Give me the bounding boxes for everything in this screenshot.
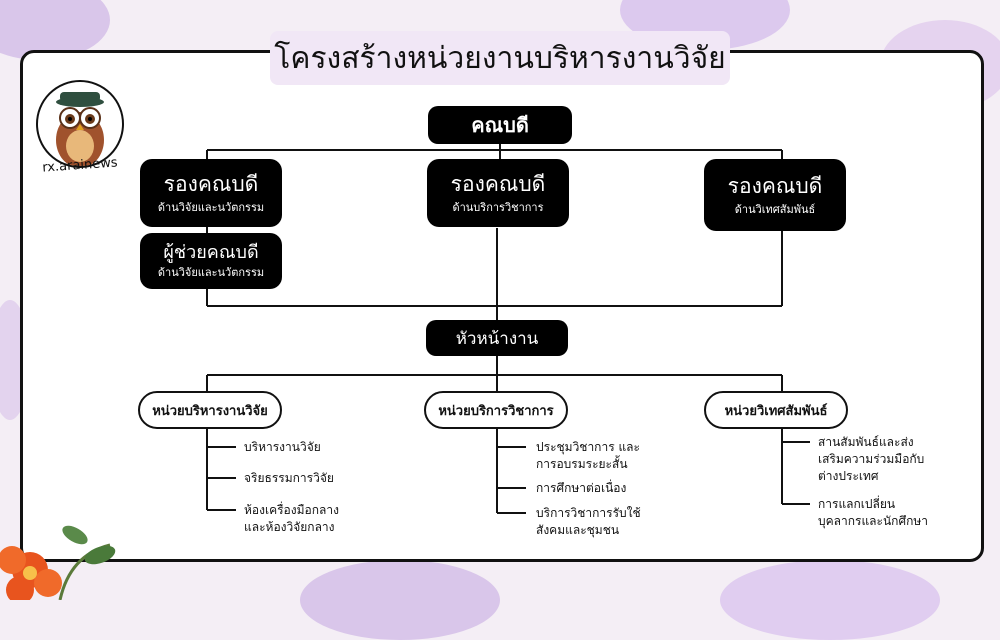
list-item: สังคมและชุมชน xyxy=(536,523,620,537)
list-item: ประชุมวิชาการ และ xyxy=(536,440,640,454)
vice-dean-title: รองคณบดี xyxy=(727,174,823,198)
list-item: การศึกษาต่อเนื่อง xyxy=(536,481,627,495)
list-item: ห้องเครื่องมือกลาง xyxy=(244,503,339,517)
title-banner: โครงสร้างหน่วยงานบริหารงานวิจัย xyxy=(270,31,730,85)
unit-name: หน่วยบริหารงานวิจัย xyxy=(152,403,268,419)
vice-dean-international-box: รองคณบดี ด้านวิเทศสัมพันธ์ xyxy=(704,159,846,231)
list-item: บริหารงานวิจัย xyxy=(244,440,321,454)
assistant-dean-area: ด้านวิจัยและนวัตกรรม xyxy=(157,266,265,279)
unit-academic-service: หน่วยบริการวิชาการ xyxy=(424,391,568,429)
page-title: โครงสร้างหน่วยงานบริหารงานวิจัย xyxy=(274,40,726,76)
vice-dean-research-box: รองคณบดี ด้านวิจัยและนวัตกรรม xyxy=(140,159,282,227)
unit-international: หน่วยวิเทศสัมพันธ์ xyxy=(704,391,848,429)
assistant-dean-box: ผู้ช่วยคณบดี ด้านวิจัยและนวัตกรรม xyxy=(140,233,282,289)
vice-dean-area: ด้านบริการวิชาการ xyxy=(452,201,544,214)
owl-logo xyxy=(36,80,124,168)
list-item: ต่างประเทศ xyxy=(818,469,879,483)
list-item: บุคลากรและนักศึกษา xyxy=(818,514,928,528)
connector-lines xyxy=(206,140,810,514)
list-item: และห้องวิจัยกลาง xyxy=(244,520,335,534)
vice-dean-area: ด้านวิจัยและนวัตกรรม xyxy=(157,201,265,214)
flower-decoration-icon xyxy=(0,525,116,600)
unit-name: หน่วยวิเทศสัมพันธ์ xyxy=(724,403,828,419)
list-item: บริการวิชาการรับใช้ xyxy=(536,506,641,520)
assistant-dean-title: ผู้ช่วยคณบดี xyxy=(163,242,259,263)
vice-dean-service-box: รองคณบดี ด้านบริการวิชาการ xyxy=(427,159,569,227)
section-head-label: หัวหน้างาน xyxy=(455,328,539,349)
unit-name: หน่วยบริการวิชาการ xyxy=(438,403,554,419)
section-head-box: หัวหน้างาน xyxy=(426,320,568,356)
list-item: สานสัมพันธ์และส่ง xyxy=(818,435,914,449)
vice-dean-title: รองคณบดี xyxy=(450,172,546,196)
unit-research-admin: หน่วยบริหารงานวิจัย xyxy=(138,391,282,429)
dean-box: คณบดี xyxy=(428,106,572,144)
vice-dean-area: ด้านวิเทศสัมพันธ์ xyxy=(734,203,816,216)
list-item: การอบรมระยะสั้น xyxy=(536,457,628,471)
owl-icon xyxy=(56,92,104,166)
list-item: การแลกเปลี่ยน xyxy=(818,497,896,511)
list-item: จริยธรรมการวิจัย xyxy=(244,471,334,485)
vice-dean-title: รองคณบดี xyxy=(163,172,259,196)
list-item: เสริมความร่วมมือกับ xyxy=(818,452,925,466)
dean-label: คณบดี xyxy=(471,113,529,137)
